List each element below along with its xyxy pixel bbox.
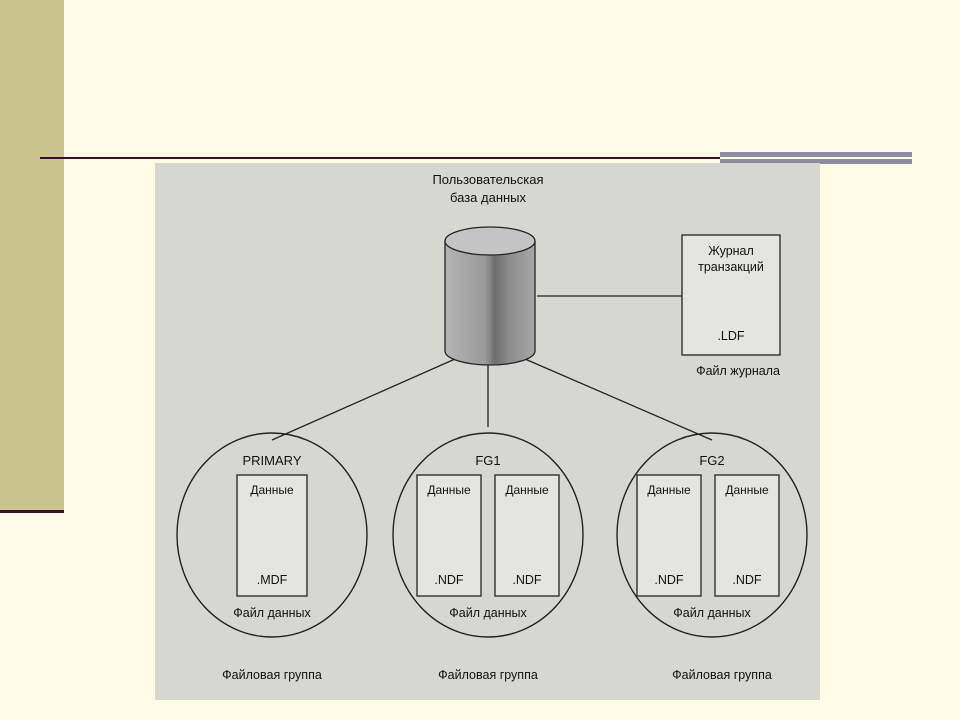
filegroup-fg1: FG1 Данные .NDF Данные .NDF Файл данных — [392, 432, 584, 638]
data-file-ext: .NDF — [732, 573, 762, 587]
data-file-ext: .MDF — [257, 573, 288, 587]
title-accent-bar — [720, 152, 912, 164]
file-caption: Файл данных — [673, 606, 751, 620]
filegroup-fg2: FG2 Данные .NDF Данные .NDF Файл данных — [616, 432, 808, 638]
title-divider-line — [40, 157, 840, 159]
scanned-figure: Пользовательская база данных Журнал тран… — [155, 163, 820, 700]
transaction-log-box — [681, 234, 781, 356]
data-file-ext: .NDF — [512, 573, 542, 587]
data-file-box — [714, 474, 780, 597]
data-file-box — [494, 474, 560, 597]
file-caption: Файл данных — [233, 606, 311, 620]
db-to-primary-line — [271, 358, 456, 441]
database-label-line2: база данных — [450, 190, 527, 205]
group-caption: Файловая группа — [672, 668, 772, 682]
data-file-ext: .NDF — [434, 573, 464, 587]
data-file-ext: .NDF — [654, 573, 684, 587]
log-box-line2: транзакций — [698, 260, 764, 274]
connector-lines — [271, 295, 713, 441]
data-file-box — [636, 474, 702, 597]
database-label-line1: Пользовательская — [432, 172, 543, 187]
slide-sidebar-panel — [0, 0, 64, 510]
data-file-box — [416, 474, 482, 597]
filegroup-name: FG2 — [699, 453, 724, 468]
log-ext-label: .LDF — [717, 329, 744, 343]
data-file-label: Данные — [725, 483, 769, 497]
database-structure-diagram: Пользовательская база данных Журнал тран… — [176, 172, 808, 682]
data-file-label: Данные — [505, 483, 549, 497]
sidebar-bottom-rule — [0, 510, 64, 513]
group-caption: Файловая группа — [222, 668, 322, 682]
data-file-box — [236, 474, 308, 597]
data-file-label: Данные — [427, 483, 471, 497]
data-file-label: Данные — [647, 483, 691, 497]
log-box-line1: Журнал — [708, 244, 754, 258]
db-to-fg2-line — [524, 358, 713, 441]
log-caption: Файл журнала — [696, 364, 780, 378]
filegroup-primary: PRIMARY Данные .MDF Файл данных — [176, 432, 368, 638]
data-file-label: Данные — [250, 483, 294, 497]
filegroup-name: FG1 — [475, 453, 500, 468]
database-cylinder-icon — [444, 226, 536, 366]
file-caption: Файл данных — [449, 606, 527, 620]
filegroup-name: PRIMARY — [243, 453, 302, 468]
group-caption: Файловая группа — [438, 668, 538, 682]
